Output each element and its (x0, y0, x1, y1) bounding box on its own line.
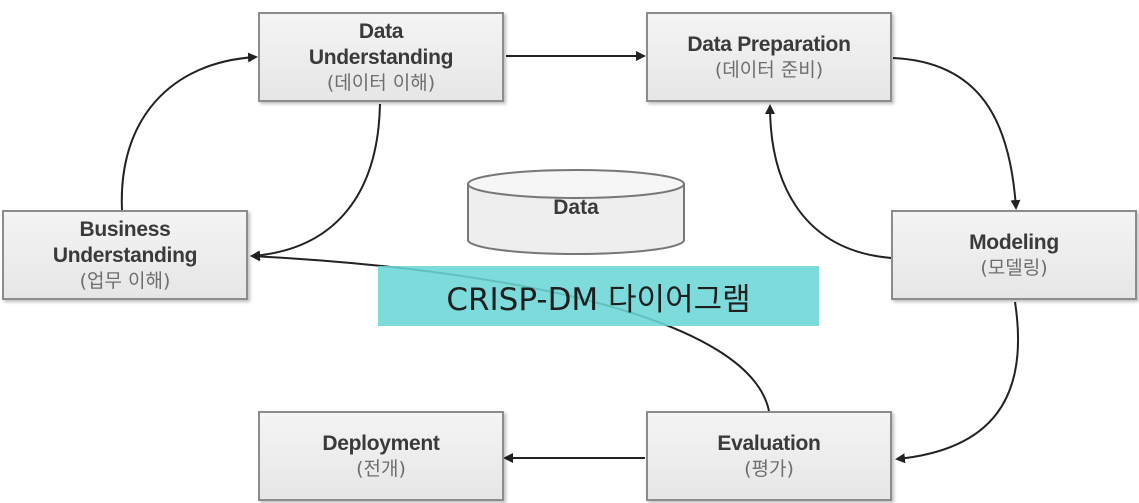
node-subtitle: (전개) (356, 458, 406, 480)
node-subtitle: (평가) (744, 458, 794, 480)
arrow-mod-to-eval (895, 301, 1020, 464)
node-subtitle: (업무 이해) (79, 270, 171, 292)
arrow-du-to-bu (250, 103, 381, 261)
arrow-mod-to-dp (765, 104, 892, 259)
node-subtitle: (데이터 준비) (714, 59, 824, 81)
arrow-dp-to-mod (892, 57, 1021, 210)
node-title: Modeling (969, 231, 1059, 254)
caption-text: CRISP-DM 다이어그램 (446, 281, 751, 318)
data-cylinder (467, 169, 685, 255)
node-subtitle: (데이터 이해) (326, 72, 436, 94)
node-data-understanding: Data Understanding (데이터 이해) (258, 12, 504, 102)
node-title: Data Preparation (687, 33, 851, 56)
diagram-caption: CRISP-DM 다이어그램 (378, 266, 819, 326)
node-title: Business Understanding (52, 218, 198, 267)
node-deployment: Deployment (전개) (258, 411, 504, 501)
node-evaluation: Evaluation (평가) (646, 411, 892, 501)
node-title: Evaluation (717, 432, 821, 455)
data-store-label: Data (553, 196, 599, 219)
arrow-bu-to-du (120, 52, 258, 211)
node-title: Deployment (322, 432, 440, 455)
node-subtitle: (모델링) (980, 257, 1048, 279)
node-title: Data Understanding (308, 20, 454, 69)
node-data-preparation: Data Preparation (데이터 준비) (646, 12, 892, 102)
node-modeling: Modeling (모델링) (891, 210, 1137, 300)
node-business-understanding: Business Understanding (업무 이해) (2, 210, 248, 300)
